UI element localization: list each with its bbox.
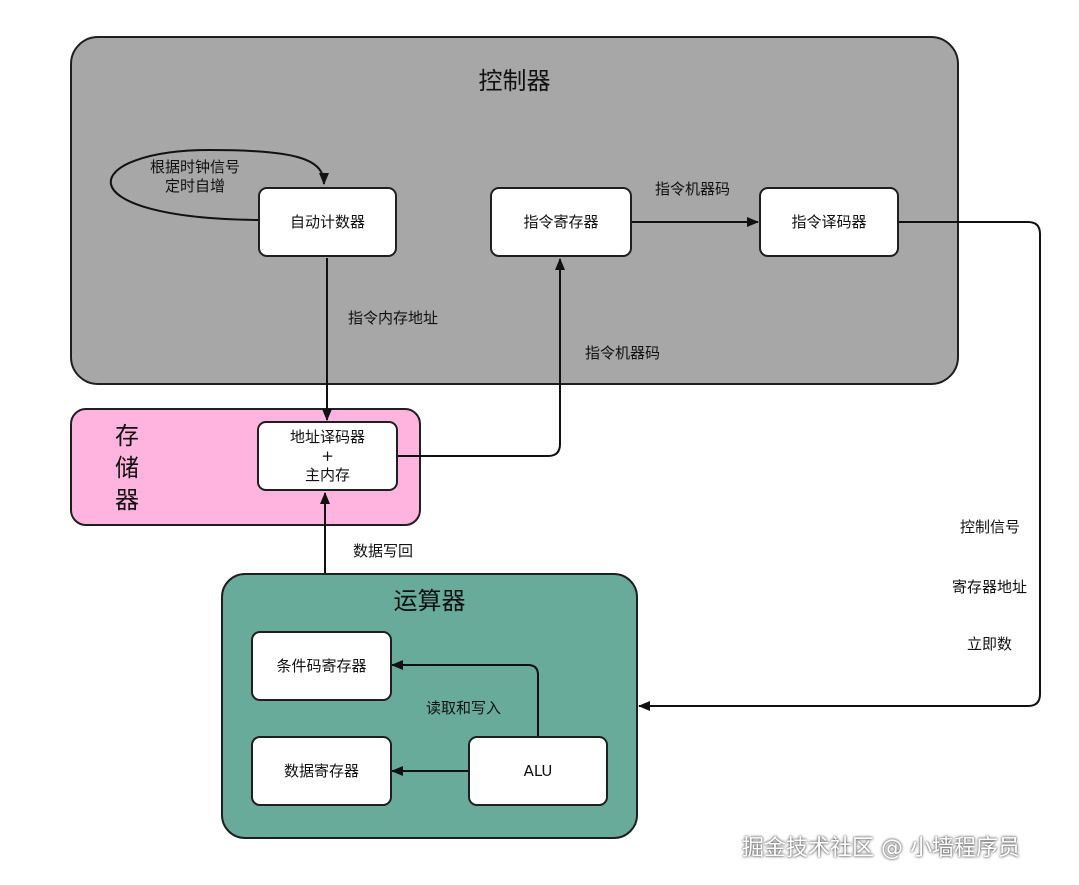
clock-loop-edge [110, 148, 329, 221]
watermark: 掘金技术社区 @ 小墙程序员 [742, 836, 1020, 861]
instruction-address-label: 指令内存地址 [348, 309, 439, 327]
alu-label: ALU [523, 762, 553, 780]
clock-label-line-1: 根据时钟信号 [150, 158, 241, 176]
program-counter-node: 自动计数器 [258, 187, 397, 257]
instruction-register-node: 指令寄存器 [490, 187, 632, 257]
alu-to-condition-register-edge [391, 660, 539, 736]
memory-to-ir-edge [398, 258, 565, 457]
register-address-label: 寄存器地址 [952, 578, 1028, 596]
controller-title: 控制器 [478, 67, 551, 95]
memory-title: 存储器 [115, 422, 139, 514]
data-writeback-label: 数据写回 [353, 542, 414, 560]
memory-line-1: 地址译码器 [289, 427, 365, 446]
condition-register-node: 条件码寄存器 [251, 631, 392, 701]
main-memory-node: 地址译码器 + 主内存 [257, 421, 398, 491]
program-counter-label: 自动计数器 [289, 213, 365, 231]
control-signal-label: 控制信号 [960, 518, 1021, 536]
alu-node: ALU [468, 736, 608, 806]
immediate-label: 立即数 [967, 635, 1013, 653]
clock-label-line-2: 定时自增 [165, 177, 226, 195]
alu-unit-title: 运算器 [393, 587, 466, 615]
decoder-to-alu-unit-edge [638, 221, 1041, 711]
condition-register-label: 条件码寄存器 [276, 657, 367, 675]
memory-line-2: + [321, 446, 334, 465]
data-register-label: 数据寄存器 [283, 762, 359, 780]
machine-code-top-label: 指令机器码 [655, 180, 731, 198]
data-register-node: 数据寄存器 [251, 736, 392, 806]
instruction-decoder-label: 指令译码器 [791, 213, 867, 231]
machine-code-mid-label: 指令机器码 [585, 344, 661, 362]
memory-line-3: 主内存 [304, 465, 350, 484]
instruction-decoder-node: 指令译码器 [759, 187, 899, 257]
clock-edge-label: 根据时钟信号 定时自增 [150, 158, 240, 196]
instruction-register-label: 指令寄存器 [523, 213, 599, 231]
read-write-label: 读取和写入 [426, 699, 502, 717]
